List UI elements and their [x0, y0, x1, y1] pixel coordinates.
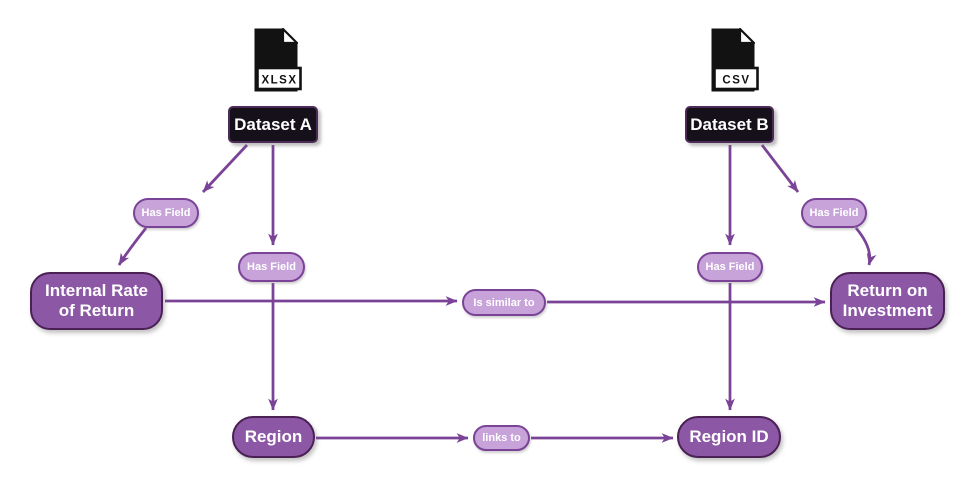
- xlsx-file-icon: XLSX: [254, 28, 302, 92]
- node-label: Return on Investment: [842, 281, 933, 320]
- edge-label-has-field-a-irr[interactable]: Has Field: [133, 198, 199, 228]
- node-dataset-b[interactable]: Dataset B: [685, 106, 774, 143]
- edge-label-text: Has Field: [141, 207, 191, 219]
- edge-label-text: Is similar to: [473, 296, 535, 309]
- edge-has-field-to-irr: [117, 227, 148, 266]
- node-label: Internal Rate of Return: [45, 281, 148, 320]
- edge-dataset-a-to-has-field-irr: [201, 144, 249, 193]
- node-dataset-a[interactable]: Dataset A: [228, 106, 318, 143]
- csv-file-icon: CSV: [711, 28, 759, 92]
- edge-label-text: Has Field: [705, 261, 755, 273]
- edge-label-text: Has Field: [809, 207, 859, 219]
- node-region[interactable]: Region: [232, 416, 315, 458]
- edge-label-has-field-b-roi[interactable]: Has Field: [801, 198, 867, 228]
- node-internal-rate-of-return[interactable]: Internal Rate of Return: [30, 272, 163, 330]
- edge-label-text: Has Field: [247, 261, 296, 273]
- edge-label-has-field-a-region[interactable]: Has Field: [238, 252, 305, 282]
- edge-label-is-similar-to[interactable]: Is similar to: [462, 289, 546, 316]
- edge-label-text: links to: [482, 432, 521, 444]
- node-label: Region ID: [689, 427, 769, 447]
- node-label: Dataset B: [690, 114, 769, 134]
- file-type-label: CSV: [722, 75, 750, 87]
- file-type-label: XLSX: [261, 75, 297, 87]
- node-label: Region: [244, 427, 303, 447]
- node-return-on-investment[interactable]: Return on Investment: [830, 272, 945, 330]
- node-label: Dataset A: [234, 114, 312, 134]
- edge-label-has-field-b-region-id[interactable]: Has Field: [697, 252, 763, 282]
- edge-dataset-b-to-has-field-roi: [760, 144, 800, 193]
- edge-label-links-to[interactable]: links to: [473, 425, 530, 451]
- node-region-id[interactable]: Region ID: [677, 416, 781, 458]
- edge-has-field-to-roi: [854, 227, 877, 266]
